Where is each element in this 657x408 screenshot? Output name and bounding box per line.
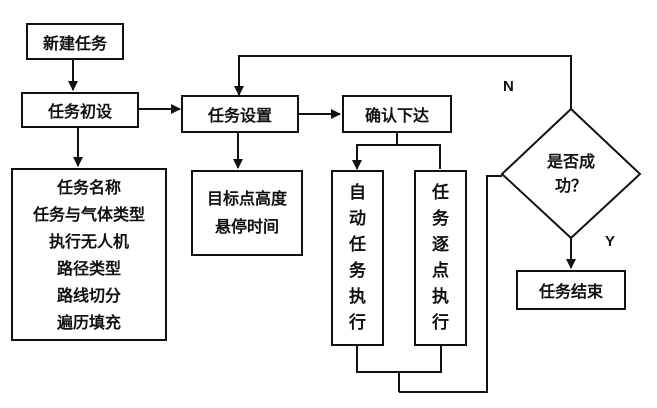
- confirm-issue-label: 确认下达: [364, 106, 429, 125]
- task-settings-box: 任务设置: [181, 95, 299, 133]
- step-execute-box: 任 务 逐 点 执 行: [414, 170, 467, 346]
- decision-text: 是否成 功？: [531, 150, 611, 198]
- step-exec-char: 行: [432, 313, 449, 333]
- arrow-confirm-split: [352, 133, 398, 170]
- auto-exec-char: 执: [349, 287, 366, 307]
- task-settings-details-box: 目标点高度 悬停时间: [191, 170, 303, 256]
- branch-label-no: N: [503, 78, 514, 95]
- task-init-box: 任务初设: [21, 92, 139, 128]
- task-end-label: 任务结束: [538, 282, 603, 301]
- init-item: 路径类型: [56, 258, 121, 278]
- auto-exec-char: 动: [349, 209, 366, 229]
- new-task-label: 新建任务: [42, 33, 107, 53]
- new-task-box: 新建任务: [26, 23, 124, 60]
- task-init-label: 任务初设: [47, 102, 112, 121]
- step-exec-char: 任: [432, 183, 449, 203]
- step-exec-char: 务: [432, 209, 449, 229]
- confirm-issue-box: 确认下达: [342, 95, 452, 133]
- init-item: 任务与气体类型: [32, 204, 145, 224]
- branch-label-yes: Y: [605, 233, 616, 250]
- step-exec-char: 点: [432, 261, 449, 281]
- merge-line: [356, 345, 442, 373]
- task-settings-label: 任务设置: [207, 106, 272, 125]
- step-exec-char: 逐: [432, 235, 449, 255]
- init-item: 执行无人机: [48, 231, 129, 251]
- task-end-box: 任务结束: [516, 270, 626, 310]
- auto-exec-char: 行: [349, 313, 366, 333]
- decision-line-2: 功？: [554, 176, 587, 195]
- arrow-confirm-split-right: [397, 144, 441, 169]
- init-item: 任务名称: [56, 177, 121, 197]
- settings-item: 悬停时间: [214, 217, 279, 236]
- auto-exec-char: 务: [349, 261, 366, 281]
- auto-exec-char: 自: [349, 183, 366, 203]
- init-item: 路线切分: [56, 285, 121, 305]
- step-exec-char: 执: [432, 287, 449, 307]
- arrow-no-loop: [234, 55, 572, 109]
- arrow-to-decision: [399, 175, 502, 393]
- task-init-details-box: 任务名称 任务与气体类型 执行无人机 路径类型 路线切分 遍历填充: [11, 168, 167, 341]
- decision-diamond: [500, 107, 642, 240]
- auto-exec-char: 任: [349, 235, 366, 255]
- settings-item: 目标点高度: [206, 189, 287, 208]
- auto-execute-box: 自 动 任 务 执 行: [331, 170, 384, 346]
- init-item: 遍历填充: [56, 312, 121, 332]
- decision-line-1: 是否成: [546, 152, 595, 171]
